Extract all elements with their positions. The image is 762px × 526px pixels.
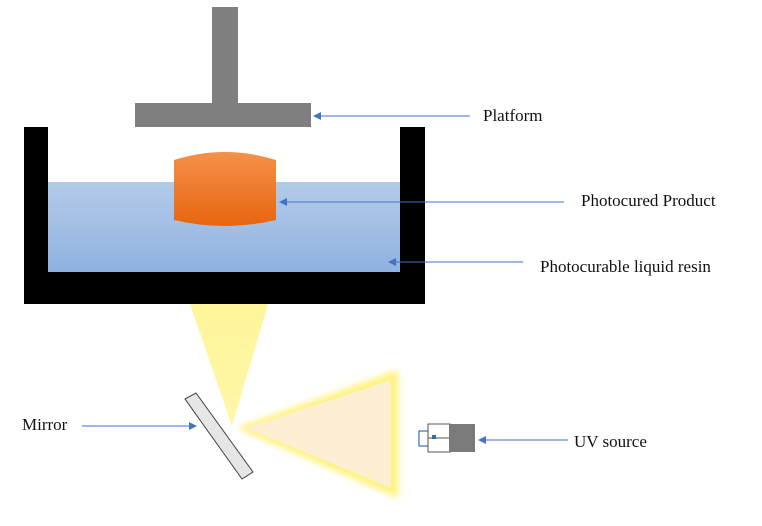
product-label: Photocured Product [581,191,716,210]
platform-shaft [212,7,238,105]
photocured-product [174,152,276,226]
platform-plate [135,103,311,127]
uv-body [449,424,475,452]
beam-core [246,380,391,488]
uv-emitter-dot [432,435,436,439]
uv-source-label: UV source [574,432,647,451]
platform [135,7,311,127]
pointer-mirror [82,422,197,430]
platform-label: Platform [483,106,543,125]
pointer-uv-source [478,436,568,444]
mirror [184,392,254,480]
resin-label: Photocurable liquid resin [540,257,711,276]
mirror-label: Mirror [22,415,68,434]
horizontal-uv-beam [237,370,398,498]
pointer-resin [388,258,523,266]
resin-vat [24,127,425,304]
pointer-platform [313,112,470,120]
uv-source [418,423,475,453]
pointer-product [279,198,564,206]
vertical-uv-beam [190,304,268,426]
